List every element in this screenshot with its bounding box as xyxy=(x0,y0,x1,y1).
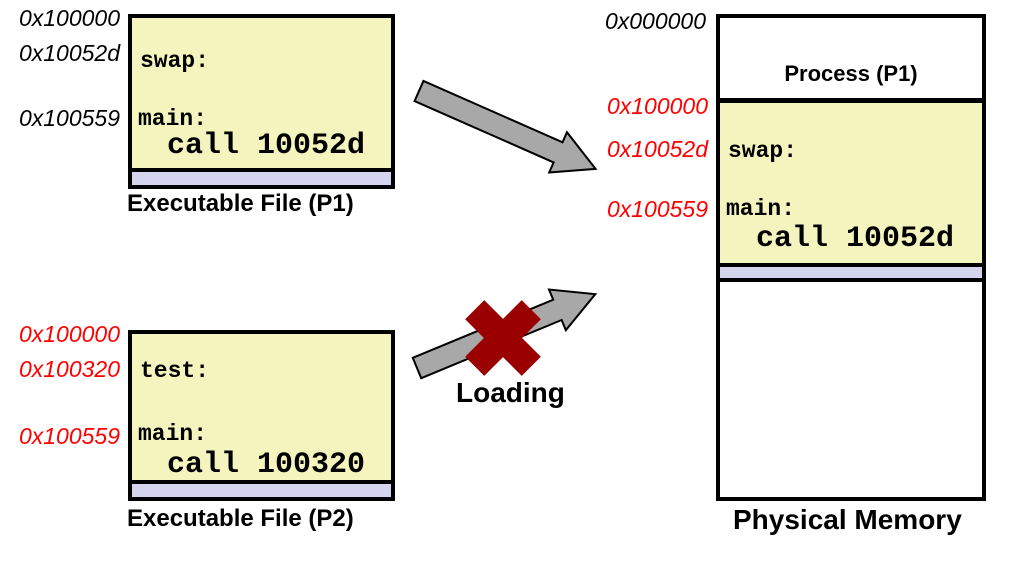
p2-address-0x100320: 0x100320 xyxy=(18,356,120,382)
memory-code-call-instruction: call 10052d xyxy=(756,222,955,256)
loaded-p1-code-segment xyxy=(720,103,982,263)
loaded-p1-data-strip xyxy=(720,267,982,278)
memory-address-0x10052d: 0x10052d xyxy=(606,136,708,162)
memory-code-main-label: main: xyxy=(726,196,796,222)
memory-address-0x000000: 0x000000 xyxy=(604,8,706,34)
process-p1-label: Process (P1) xyxy=(784,61,918,86)
p2-code-main-label: main: xyxy=(138,421,208,447)
executable-file-p1-box: swap: main: call 10052d xyxy=(128,14,395,189)
p2-data-segment-strip xyxy=(132,480,391,497)
p2-address-0x100559: 0x100559 xyxy=(18,423,120,449)
physical-memory-caption: Physical Memory xyxy=(733,504,962,535)
p2-box-caption: Executable File (P2) xyxy=(127,505,354,532)
memory-segment-divider xyxy=(720,263,982,267)
loading-arrow-p2-icon xyxy=(411,288,598,380)
physical-memory-box: Process (P1) swap: main: call 10052d xyxy=(716,14,986,501)
p1-address-0x10052d: 0x10052d xyxy=(18,40,120,66)
loading-arrow-p1-icon xyxy=(413,79,598,174)
p2-code-call-instruction: call 100320 xyxy=(167,448,366,482)
memory-code-swap-label: swap: xyxy=(728,138,798,164)
memory-segment-divider xyxy=(720,278,982,282)
p1-code-main-label: main: xyxy=(138,106,208,132)
p1-data-segment-strip xyxy=(132,168,391,185)
p1-code-swap-label: swap: xyxy=(140,48,210,74)
p2-code-test-label: test: xyxy=(140,358,210,384)
p2-address-0x100000: 0x100000 xyxy=(18,321,120,347)
memory-segment-divider xyxy=(720,98,982,103)
blocked-cross-icon xyxy=(465,300,541,376)
cross-bar xyxy=(465,300,541,376)
p1-box-caption: Executable File (P1) xyxy=(127,190,354,217)
loading-caption: Loading xyxy=(456,377,565,408)
cross-bar xyxy=(465,300,541,376)
p1-address-0x100000: 0x100000 xyxy=(18,5,120,31)
p1-code-call-instruction: call 10052d xyxy=(167,129,366,163)
memory-address-0x100559: 0x100559 xyxy=(606,196,708,222)
memory-address-0x100000: 0x100000 xyxy=(606,93,708,119)
p1-address-0x100559: 0x100559 xyxy=(18,105,120,131)
executable-file-p2-box: test: main: call 100320 xyxy=(128,330,395,501)
